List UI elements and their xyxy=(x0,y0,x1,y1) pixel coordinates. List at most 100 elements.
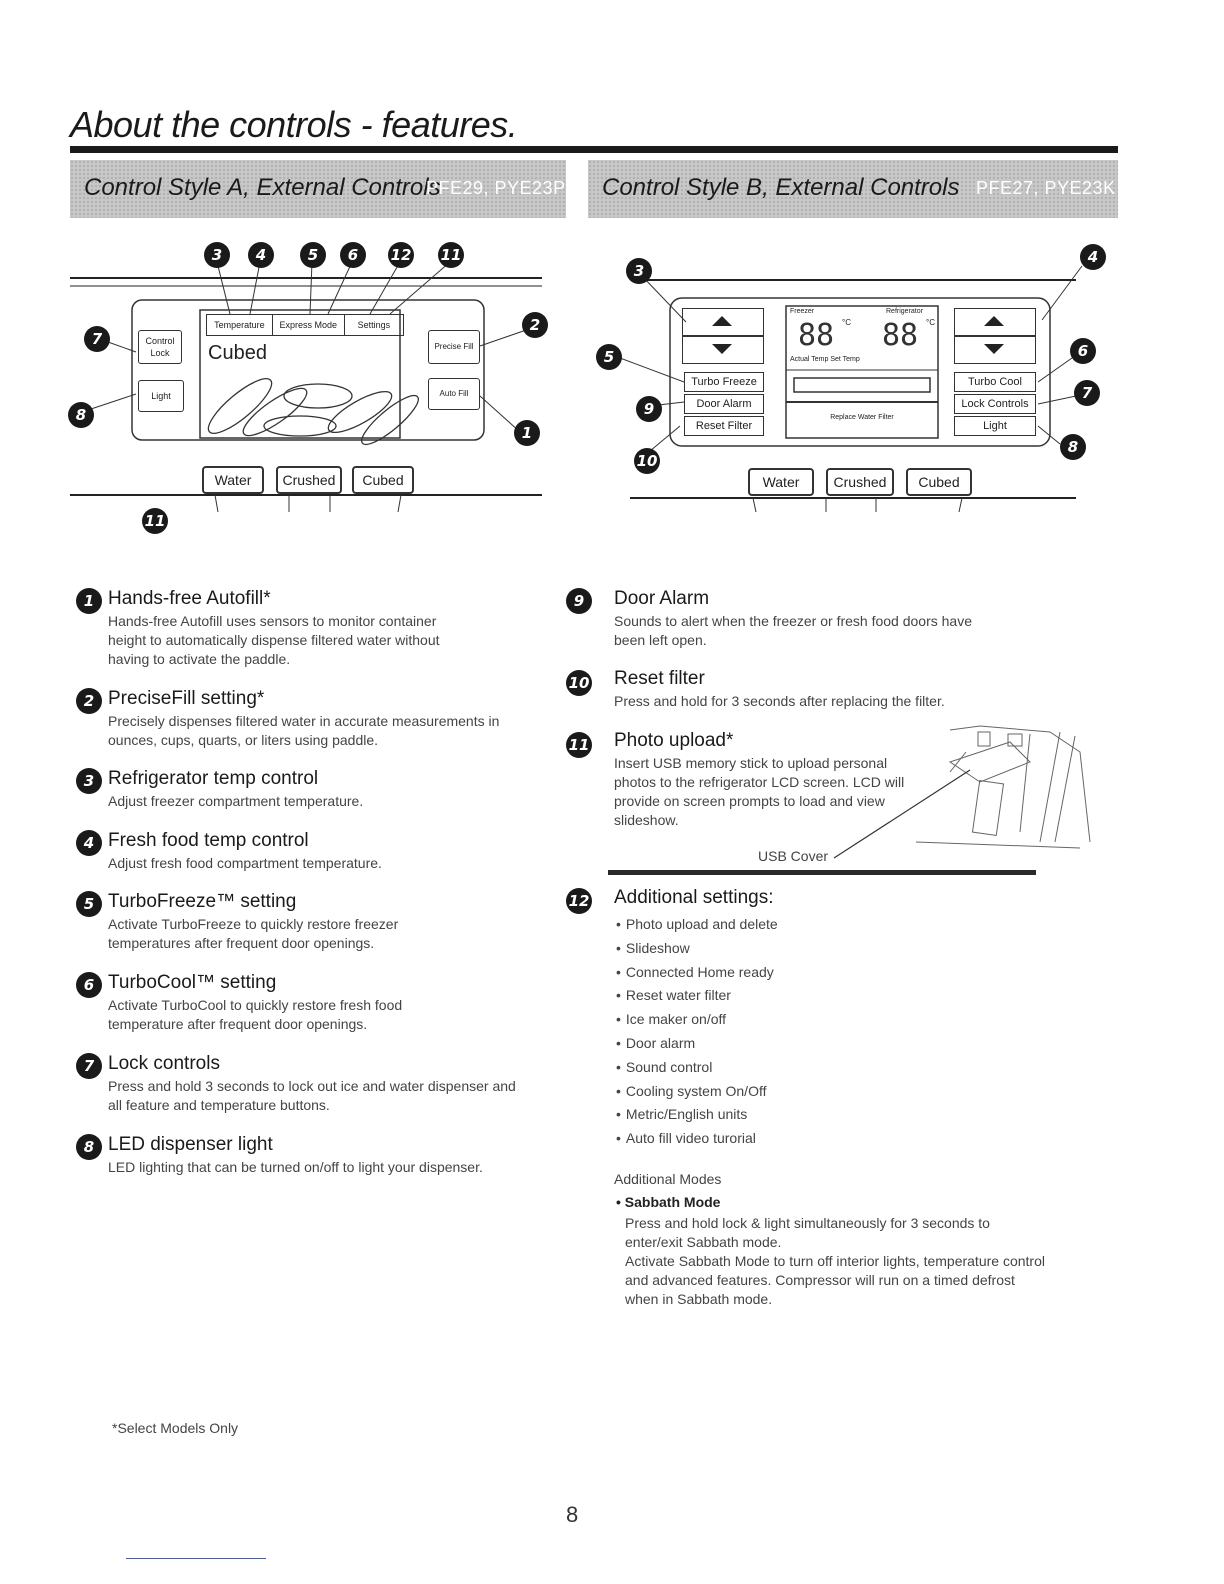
crushed-button-b[interactable]: Crushed xyxy=(826,468,894,496)
freezer-down-button[interactable] xyxy=(682,336,764,364)
feature-title: PreciseFill setting* xyxy=(108,688,265,709)
feature-item: Hands-free Autofill* Hands-free Autofill… xyxy=(108,588,528,669)
usb-illustration xyxy=(833,725,1091,859)
feature-body: Hands-free Autofill uses sensors to moni… xyxy=(108,613,440,667)
feature-title: Lock controls xyxy=(108,1053,220,1074)
tab-settings[interactable]: Settings xyxy=(357,320,391,330)
style-a-header: Control Style A, External Controls PFE29… xyxy=(70,160,566,218)
bullet: • xyxy=(616,1194,625,1210)
list-item: Door alarm xyxy=(616,1032,1054,1056)
lock-controls-button[interactable]: Lock Controls xyxy=(954,394,1036,414)
screen-text: Cubed xyxy=(208,342,267,364)
feature-item: TurboCool™ setting Activate TurboCool to… xyxy=(108,972,528,1034)
feature-item: Lock controls Press and hold 3 seconds t… xyxy=(108,1053,528,1115)
style-b-title: Control Style B, External Controls xyxy=(602,174,960,201)
callout-badge: 9 xyxy=(636,396,662,422)
tab-express-mode[interactable]: Express Mode xyxy=(273,315,345,335)
title-rule xyxy=(70,146,1118,153)
style-a-models: PFE29, PYE23P xyxy=(426,178,566,198)
feature-item: TurboFreeze™ setting Activate TurboFreez… xyxy=(108,891,528,953)
list-item: Auto fill video turorial xyxy=(616,1127,1054,1151)
water-button-b[interactable]: Water xyxy=(748,468,814,496)
feature-badge: 12 xyxy=(566,888,592,914)
temp-caption: Actual Temp Set Temp xyxy=(790,356,860,363)
modes-heading: Additional Modes xyxy=(614,1171,722,1187)
light-button-b[interactable]: Light xyxy=(954,416,1036,436)
list-item: Metric/English units xyxy=(616,1103,1054,1127)
feature-badge: 6 xyxy=(76,972,102,998)
control-lock-button[interactable]: Control Lock xyxy=(138,330,182,364)
callout-badge: 12 xyxy=(388,242,414,268)
feature-badge: 5 xyxy=(76,891,102,917)
page-number: 8 xyxy=(566,1502,579,1527)
additional-list: Photo upload and delete Slideshow Connec… xyxy=(616,913,1054,1151)
list-item: Slideshow xyxy=(616,937,1054,961)
style-b-diagram: Freezer Refrigerator 88 °C 88 °C Actual … xyxy=(590,230,1110,530)
feature-item: Door Alarm Sounds to alert when the free… xyxy=(614,588,994,650)
additional-settings: Additional settings: Photo upload and de… xyxy=(614,887,1054,1151)
callout-badge: 6 xyxy=(1070,338,1096,364)
callout-badge: 5 xyxy=(596,344,622,370)
list-item: Connected Home ready xyxy=(616,961,1054,985)
sabbath-text-1: Press and hold lock & light simultaneous… xyxy=(625,1215,990,1250)
callout-badge: 1 xyxy=(514,420,540,446)
reset-filter-button[interactable]: Reset Filter xyxy=(684,416,764,436)
feature-badge: 9 xyxy=(566,588,592,614)
callout-badge: 10 xyxy=(634,448,660,474)
sabbath-mode-title: • Sabbath Mode xyxy=(616,1194,720,1210)
fridge-down-button[interactable] xyxy=(954,336,1036,364)
callout-badge: 2 xyxy=(522,312,548,338)
feature-title: Reset filter xyxy=(614,668,705,689)
feature-item: Reset filter Press and hold for 3 second… xyxy=(614,668,1014,711)
turbo-cool-button[interactable]: Turbo Cool xyxy=(954,372,1036,392)
feature-item: Fresh food temp control Adjust fresh foo… xyxy=(108,830,528,873)
feature-title: LED dispenser light xyxy=(108,1134,273,1155)
feature-badge: 8 xyxy=(76,1134,102,1160)
auto-fill-button[interactable]: Auto Fill xyxy=(428,378,480,410)
water-button[interactable]: Water xyxy=(202,466,264,494)
freezer-digits: 88 xyxy=(798,318,835,353)
feature-title: Photo upload* xyxy=(614,730,734,751)
tab-temperature[interactable]: Temperature xyxy=(207,315,273,335)
feature-body: Adjust freezer compartment temperature. xyxy=(108,793,364,809)
fridge-up-button[interactable] xyxy=(954,308,1036,336)
feature-body: Insert USB memory stick to upload person… xyxy=(614,755,905,828)
additional-title: Additional settings: xyxy=(614,887,774,908)
feature-badge: 11 xyxy=(566,732,592,758)
feature-title: TurboFreeze™ setting xyxy=(108,891,297,912)
feature-body: Activate TurboCool to quickly restore fr… xyxy=(108,997,403,1032)
turbo-freeze-button[interactable]: Turbo Freeze xyxy=(684,372,764,392)
light-button[interactable]: Light xyxy=(138,380,184,412)
style-a-diagram: Temperature Express Mode Settings Cubed … xyxy=(60,230,560,540)
list-item: Sound control xyxy=(616,1056,1054,1080)
feature-body: Precisely dispenses filtered water in ac… xyxy=(108,713,500,748)
crushed-button[interactable]: Crushed xyxy=(276,466,342,494)
freezer-up-button[interactable] xyxy=(682,308,764,336)
footnote: *Select Models Only xyxy=(112,1420,239,1436)
feature-title: Hands-free Autofill* xyxy=(108,588,271,609)
feature-body: LED lighting that can be turned on/off t… xyxy=(108,1159,483,1175)
precise-fill-button[interactable]: Precise Fill xyxy=(428,330,480,364)
page-title: About the controls - features. xyxy=(70,104,518,145)
cubed-button[interactable]: Cubed xyxy=(352,466,414,494)
freezer-label: Freezer xyxy=(790,308,815,315)
fridge-digits: 88 xyxy=(882,318,919,353)
feature-badge: 4 xyxy=(76,830,102,856)
feature-body: Press and hold for 3 seconds after repla… xyxy=(614,693,945,709)
filter-caption: Replace Water Filter xyxy=(830,414,894,421)
callout-badge: 7 xyxy=(1074,380,1100,406)
door-alarm-button[interactable]: Door Alarm xyxy=(684,394,764,414)
feature-badge: 7 xyxy=(76,1053,102,1079)
feature-item: Photo upload* Insert USB memory stick to… xyxy=(614,730,914,830)
style-b-models: PFE27, PYE23K xyxy=(976,178,1116,198)
fridge-unit: °C xyxy=(926,318,935,327)
cubed-button-b[interactable]: Cubed xyxy=(906,468,972,496)
sabbath-text-2: Activate Sabbath Mode to turn off interi… xyxy=(625,1253,1045,1307)
feature-title: Door Alarm xyxy=(614,588,710,609)
feature-badge: 1 xyxy=(76,588,102,614)
list-item: Cooling system On/Off xyxy=(616,1080,1054,1104)
feature-title: Refrigerator temp control xyxy=(108,768,319,789)
callout-badge: 7 xyxy=(84,326,110,352)
list-item: Ice maker on/off xyxy=(616,1008,1054,1032)
callout-badge: 3 xyxy=(626,258,652,284)
